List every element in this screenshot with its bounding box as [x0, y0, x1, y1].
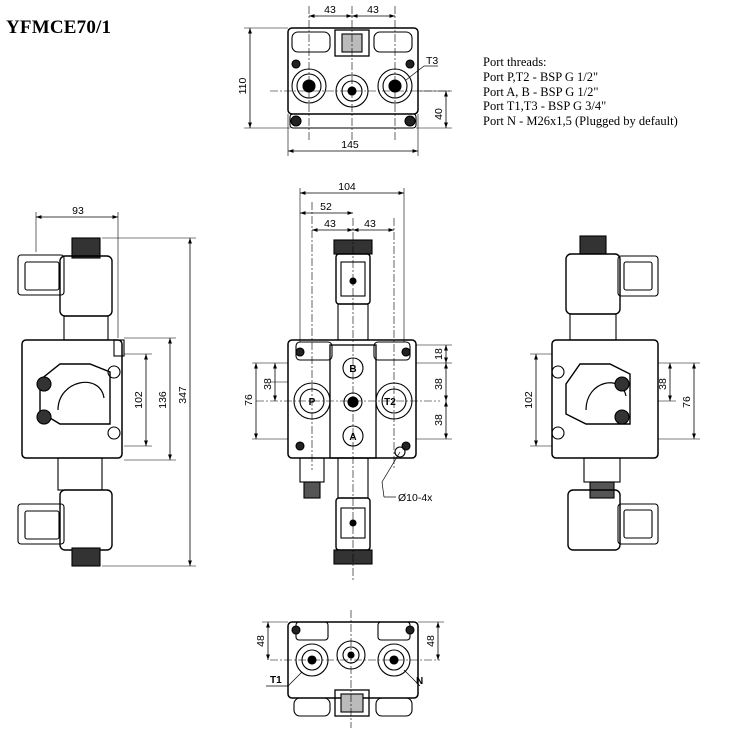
dim-right-small: 38: [657, 378, 669, 390]
dimension-labels: 43 43 110 40 145 T3 93 102 136 347 104 5…: [72, 4, 693, 687]
model-title: YFMCE70/1: [6, 17, 112, 38]
top-view: [244, 6, 452, 156]
port-label-p: P: [309, 397, 316, 408]
dim-right-outer: 76: [681, 396, 693, 408]
dim-left-overall: 347: [177, 386, 189, 404]
notes-line: Port P,T2 - BSP G 1/2": [483, 69, 599, 84]
notes-line: Port A, B - BSP G 1/2": [483, 84, 599, 99]
bottom-view: [262, 610, 444, 728]
port-label-b: B: [349, 364, 356, 375]
dim-front-right-18: 18: [433, 348, 445, 360]
right-view: [530, 235, 700, 551]
dim-front-right-38b: 38: [433, 414, 445, 426]
front-view: [252, 188, 452, 580]
dim-bottom-left: 48: [255, 635, 267, 647]
dim-front-half: 52: [320, 201, 332, 213]
notes-heading: Port threads:: [483, 55, 547, 69]
dim-right-inner: 102: [523, 391, 535, 409]
dim-left-inner: 102: [133, 391, 145, 409]
port-thread-notes: Port threads: Port P,T2 - BSP G 1/2" Por…: [483, 55, 678, 129]
left-view: [17, 212, 196, 567]
dim-front-spacing-right: 43: [364, 218, 376, 230]
dim-bottom-right: 48: [425, 635, 437, 647]
dim-top-spacing-left: 43: [324, 4, 336, 16]
dim-left-width: 93: [72, 205, 84, 217]
dim-front-overall: 104: [338, 181, 356, 193]
port-label-t2: T2: [384, 397, 396, 408]
dim-left-mid: 136: [157, 391, 169, 409]
notes-line: Port N - M26x1,5 (Plugged by default): [483, 114, 678, 129]
port-label-t1: T1: [270, 675, 282, 686]
dim-hole-callout: Ø10-4x: [398, 492, 433, 504]
port-label-t3: T3: [426, 55, 438, 67]
port-label-a: A: [349, 432, 356, 443]
port-label-n: N: [416, 676, 423, 687]
dim-top-width: 145: [341, 139, 359, 151]
dim-top-spacing-right: 43: [367, 4, 379, 16]
notes-line: Port T1,T3 - BSP G 3/4": [483, 99, 607, 114]
dim-front-spacing-left: 43: [324, 218, 336, 230]
dim-front-left-76: 76: [243, 394, 255, 406]
dim-front-right-38a: 38: [433, 378, 445, 390]
dim-top-height: 110: [237, 77, 249, 94]
dim-front-left-38: 38: [262, 378, 274, 390]
dim-top-offset: 40: [433, 108, 445, 120]
